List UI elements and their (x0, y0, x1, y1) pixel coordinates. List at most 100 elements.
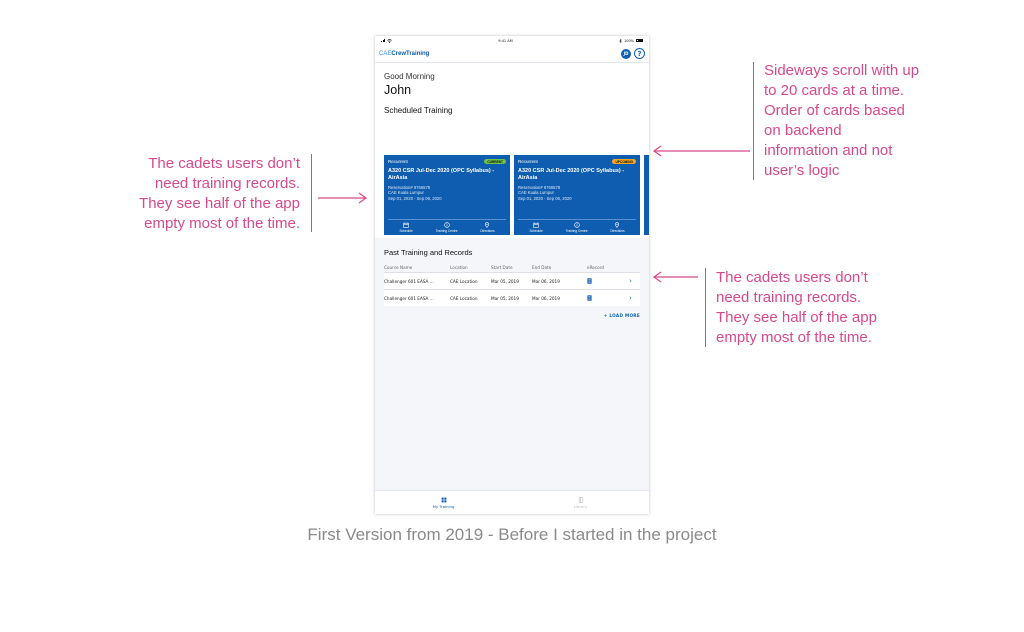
training-centre-label: Training Centre (435, 229, 458, 233)
directions-action[interactable]: Directions (480, 222, 495, 233)
status-time: 9:41 AM (498, 38, 513, 43)
status-left (381, 38, 392, 43)
tablet-screenshot: 9:41 AM 100% CAECrewTraining JD ? Good M… (375, 36, 649, 514)
help-button[interactable]: ? (634, 48, 645, 59)
card-location: CAE Kuala Lumpur (518, 190, 554, 196)
card-header: Recurrent CURRENT (388, 159, 506, 164)
annotation-top-right-bar (753, 62, 754, 180)
calendar-icon (533, 222, 539, 228)
calendar-icon (403, 222, 409, 228)
table-row[interactable]: Challenger 601 EASA ... CAE Location Mar… (384, 272, 640, 289)
col-end-date: End Date (532, 265, 552, 270)
arrow-left-icon (652, 145, 750, 157)
past-training-section: Past Training and Records Course Name Lo… (375, 238, 649, 318)
erecord-document-icon[interactable] (587, 294, 621, 302)
col-location: Location (450, 265, 468, 270)
header-actions: JD ? (621, 48, 645, 59)
col-start-date: Start Date (491, 265, 513, 270)
schedule-label: Schedule (529, 229, 543, 233)
training-card-peek[interactable] (644, 155, 649, 235)
chevron-right-icon[interactable]: › (629, 294, 632, 302)
training-card[interactable]: Recurrent UPCOMING A320 CSR Jul-Dec 2020… (514, 155, 640, 235)
annotation-line: on backend (764, 122, 842, 139)
annotation-line: need training records. (716, 289, 862, 306)
cell-course: Challenger 601 EASA ... (384, 295, 434, 301)
greeting-text: Good Morning (384, 72, 435, 81)
directions-action[interactable]: Directions (610, 222, 625, 233)
training-card-carousel[interactable]: Recurrent CURRENT A320 CSR Jul-Dec 2020 … (384, 155, 649, 235)
records-table-header: Course Name Location Start Date End Date… (384, 263, 640, 272)
cell-start: Mar 05, 2019 (491, 295, 519, 301)
battery-icon (636, 38, 643, 43)
table-row[interactable]: Challenger 601 EASA ... CAE Location Mar… (384, 289, 640, 306)
annotation-top-right: Sideways scroll with up to 20 cards at a… (764, 61, 919, 181)
training-centre-action[interactable]: Training Centre (435, 222, 458, 233)
user-name: John (384, 83, 412, 97)
schedule-action[interactable]: Schedule (529, 222, 543, 233)
annotation-bottom-right: The cadets users don’t need training rec… (716, 268, 877, 348)
status-badge: UPCOMING (612, 159, 636, 164)
card-meta: Reservation# 8766578 CAE Kuala Lumpur Se… (518, 185, 636, 201)
training-centre-action[interactable]: Training Centre (566, 222, 587, 233)
arrow-left-icon (652, 271, 698, 283)
app-logo[interactable]: CAECrewTraining (379, 51, 429, 57)
annotation-left: The cadets users don’t need training rec… (88, 154, 300, 234)
card-type: Recurrent (518, 159, 538, 164)
location-pin-icon (615, 222, 620, 228)
card-reservation: Reservation# 8766578 (518, 184, 561, 190)
cell-course: Challenger 601 EASA ... (384, 278, 434, 284)
schedule-action[interactable]: Schedule (399, 222, 413, 233)
cell-start: Mar 05, 2019 (491, 278, 519, 284)
directions-label: Directions (480, 229, 495, 233)
card-reservation: Reservation# 8766578 (388, 184, 431, 190)
card-type: Recurrent (388, 159, 408, 164)
location-pin-icon (485, 222, 490, 228)
scheduled-training-title: Scheduled Training (384, 106, 453, 115)
card-header: Recurrent UPCOMING (518, 159, 636, 164)
scheduled-panel: Good Morning John Scheduled Training Rec… (375, 63, 649, 238)
caption: First Version from 2019 - Before I start… (307, 525, 717, 544)
annotation-line: empty most of the time. (144, 215, 300, 232)
training-card[interactable]: Recurrent CURRENT A320 CSR Jul-Dec 2020 … (384, 155, 510, 235)
status-right: 100% (619, 38, 643, 43)
annotation-line: They see half of the app (716, 309, 877, 326)
col-erecord: eRecord (587, 265, 605, 270)
annotation-line: Order of cards based (764, 102, 905, 119)
annotation-line: information and not (764, 142, 893, 159)
info-icon (573, 222, 580, 228)
annotation-line: Sideways scroll with up (764, 62, 920, 79)
chevron-right-icon[interactable]: › (629, 277, 632, 285)
col-course-name: Course Name (384, 265, 413, 270)
load-more-button[interactable]: + LOAD MORE (603, 313, 640, 318)
bluetooth-icon (619, 38, 622, 43)
annotation-line: to 20 cards at a time. (764, 82, 905, 99)
annotation-line: They see half of the app (139, 195, 300, 212)
annotation-line: empty most of the time. (716, 329, 872, 346)
logo-prefix: CAE (379, 50, 392, 57)
annotation-line: The cadets users don’t (716, 269, 868, 286)
card-title: A320 CSR Jul-Dec 2020 (OPC Syllabus) - A… (388, 168, 495, 181)
tab-library[interactable]: Library (512, 491, 649, 514)
bottom-tab-bar: My Training Library (375, 490, 649, 514)
arrow-right-icon (318, 192, 368, 204)
directions-label: Directions (610, 229, 625, 233)
avatar[interactable]: JD (621, 48, 631, 59)
card-title: A320 CSR Jul-Dec 2020 (OPC Syllabus) - A… (518, 168, 625, 181)
card-actions: Schedule Training Centre Directions (518, 219, 636, 233)
card-location: CAE Kuala Lumpur (388, 190, 424, 196)
card-dates: Sep 01, 2020 - Sep 06, 2020 (518, 195, 572, 201)
status-badge: CURRENT (484, 159, 506, 164)
signal-icon (381, 39, 385, 42)
cell-location: CAE Location (450, 295, 478, 301)
tab-my-training[interactable]: My Training (375, 491, 512, 514)
app-header: CAECrewTraining JD ? (375, 45, 649, 63)
battery-percent: 100% (623, 38, 634, 43)
card-meta: Reservation# 8766578 CAE Kuala Lumpur Se… (388, 185, 506, 201)
cell-end: Mar 06, 2019 (532, 278, 560, 284)
status-bar: 9:41 AM 100% (375, 36, 649, 45)
cell-end: Mar 06, 2019 (532, 295, 560, 301)
logo-name: CrewTraining (391, 50, 430, 57)
annotation-line: need training records. (154, 175, 300, 192)
grid-icon (441, 497, 446, 502)
erecord-document-icon[interactable] (587, 277, 621, 285)
